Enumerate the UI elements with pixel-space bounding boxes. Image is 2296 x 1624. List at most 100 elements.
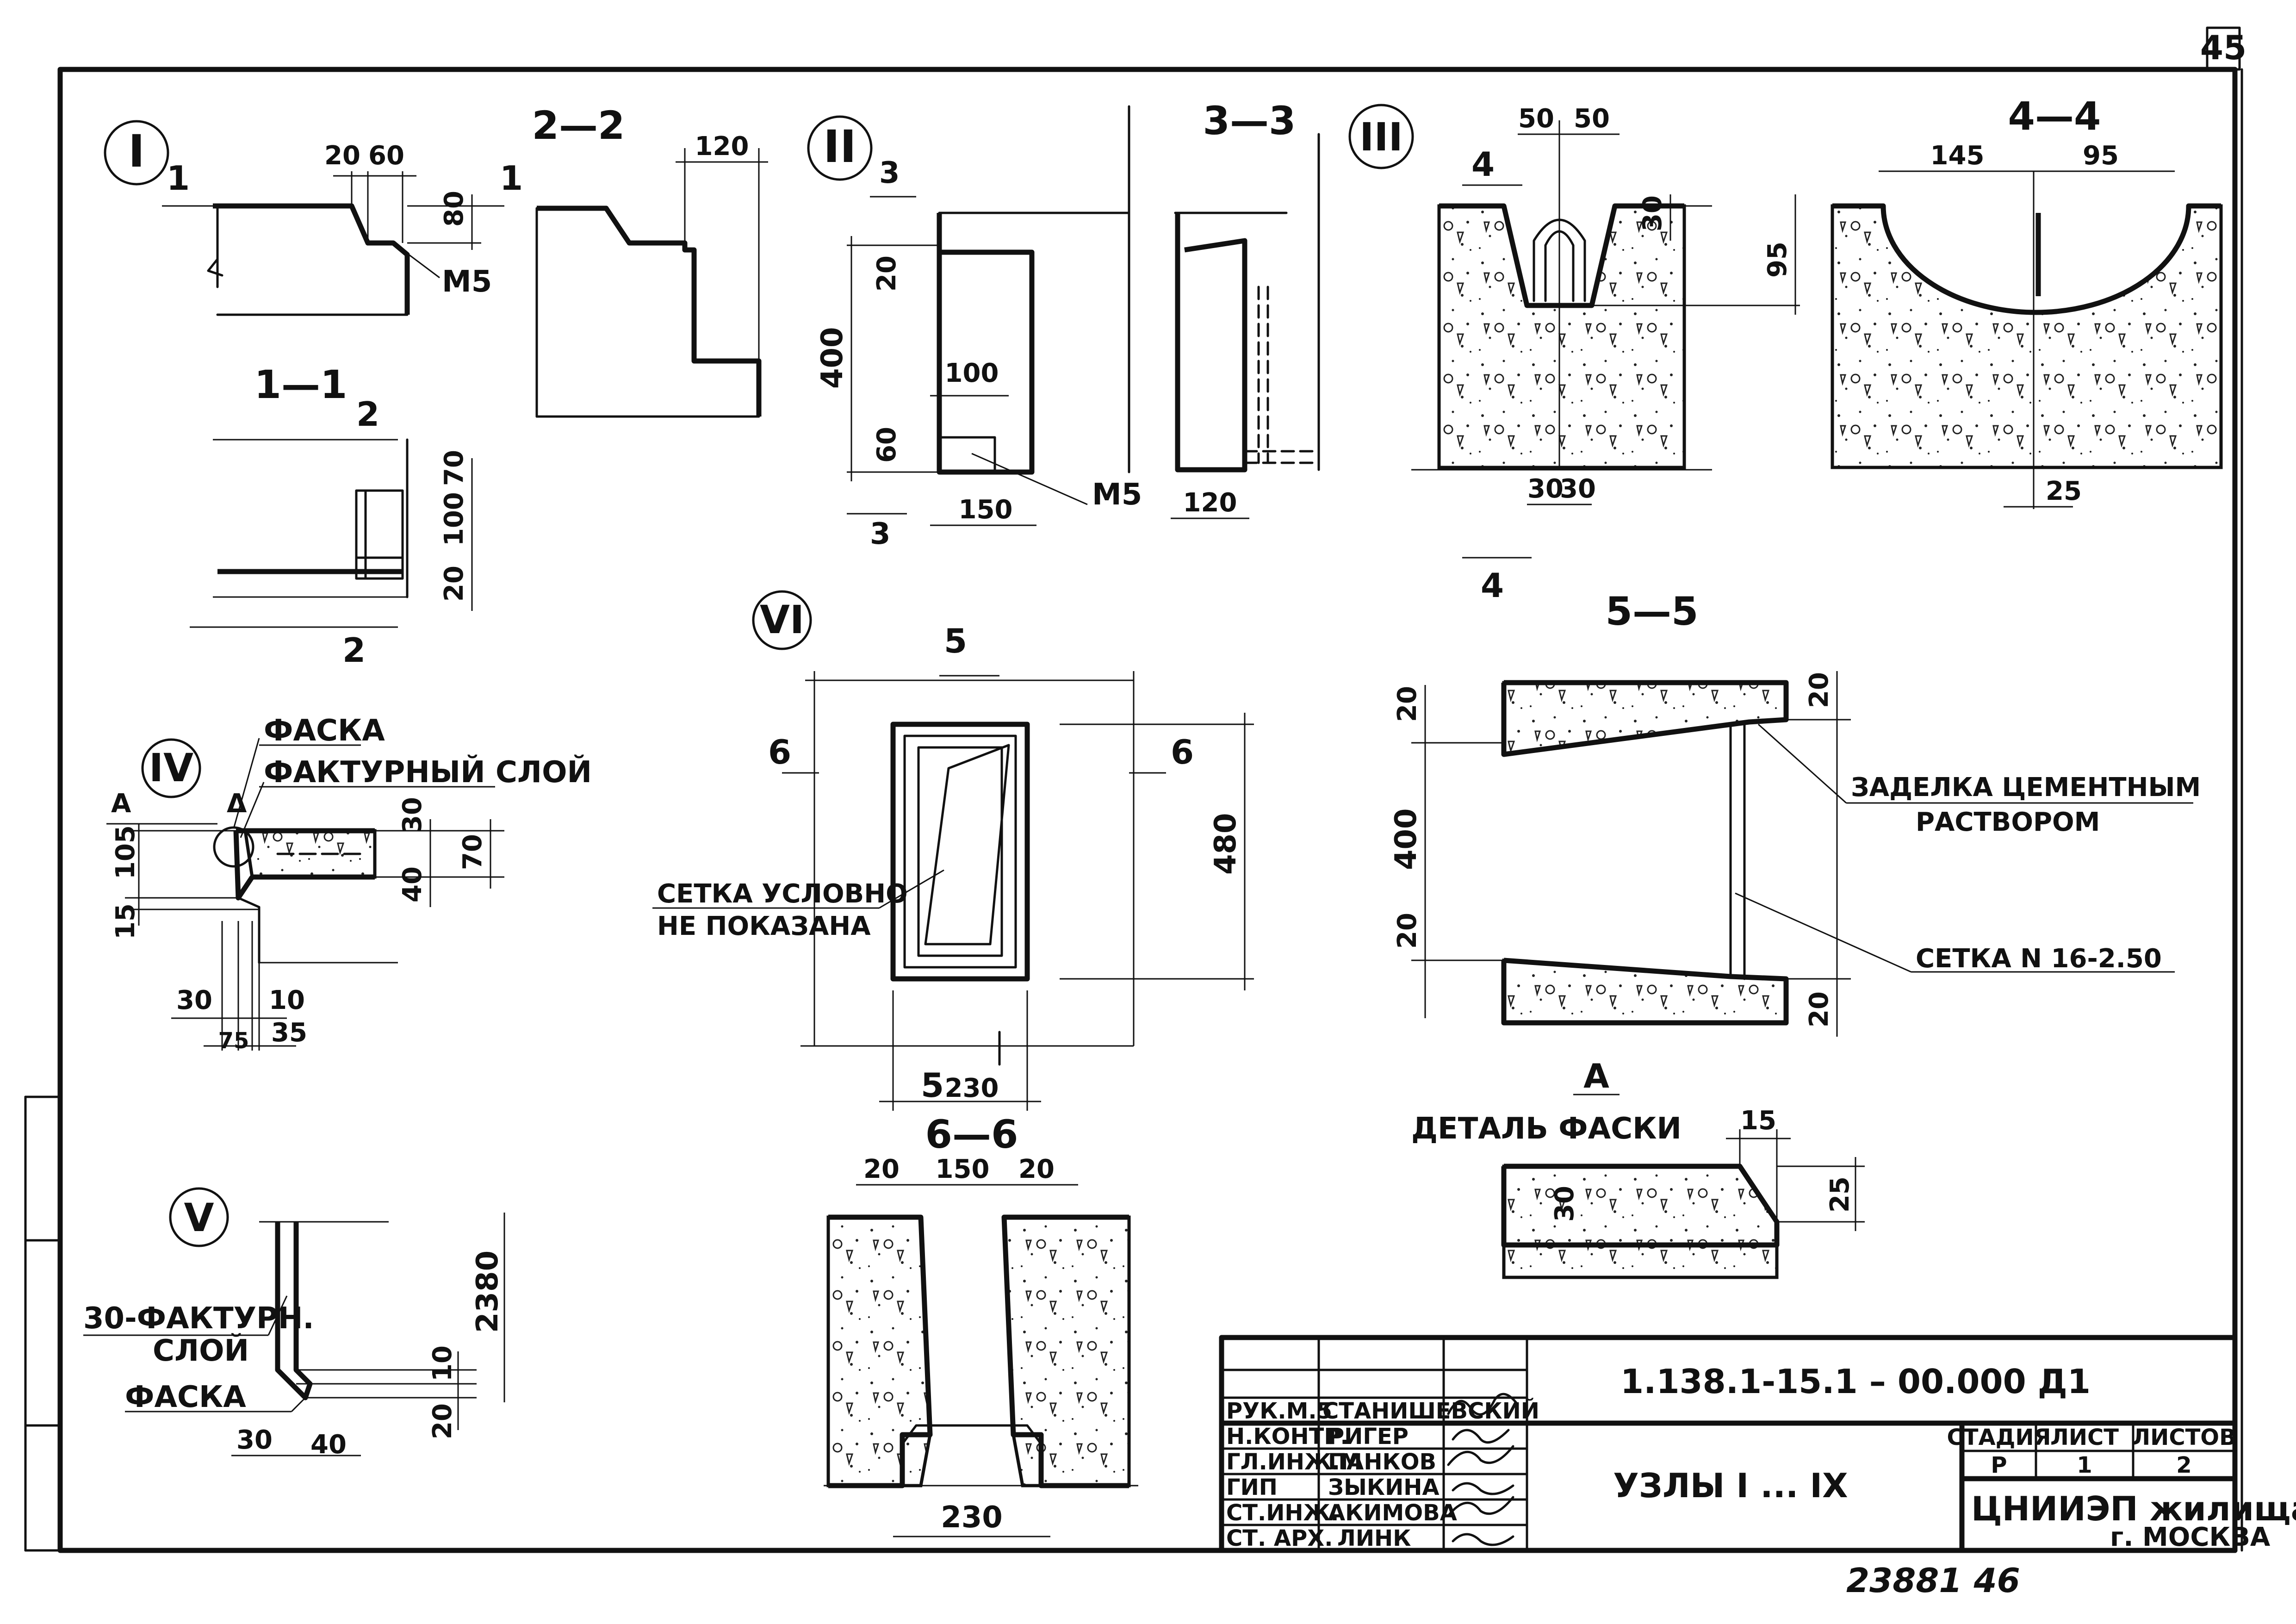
dim-20-node-II: 20 xyxy=(872,255,902,292)
cut-mark-5-bottom: 5 xyxy=(921,1066,944,1105)
dim-20: 20 xyxy=(324,141,360,171)
signatures xyxy=(1447,1393,1519,1546)
org-city: г. МОСКВА xyxy=(2110,1522,2271,1552)
sheets-value: 2 xyxy=(2176,1452,2191,1478)
drawing-title: УЗЛЫ I ... IX xyxy=(1613,1466,1848,1505)
section-6-6-title: 6—6 xyxy=(925,1112,1018,1157)
dim-20-5-5-bottom-right: 20 xyxy=(1804,991,1834,1027)
dim-40-node-V: 40 xyxy=(310,1430,347,1460)
dim-20-5-5-bottom-left: 20 xyxy=(1392,913,1422,949)
node-II: II 3 400 20 60 100 150 М5 3 xyxy=(807,105,1142,551)
section-2-2-title: 2—2 xyxy=(532,103,625,148)
cut-mark-4-bottom: 4 xyxy=(1481,566,1504,605)
cut-mark-6-left: 6 xyxy=(768,733,791,772)
dim-20-5-5-top-right: 20 xyxy=(1804,672,1834,708)
dim-75: 75 xyxy=(218,1028,249,1054)
dim-60-node-II: 60 xyxy=(872,427,902,463)
dim-105: 105 xyxy=(111,825,141,879)
sheet-frame xyxy=(24,26,2243,1553)
cut-mark-3-top: 3 xyxy=(879,156,900,190)
label-zadelka-2: РАСТВОРОМ xyxy=(1916,807,2100,837)
cut-mark-3-bottom: 3 xyxy=(870,517,891,551)
node-I: I 1 1 20 60 80 М5 xyxy=(104,120,523,316)
dim-400-5-5: 400 xyxy=(1389,808,1423,870)
role-3: ГЛ.ИНЖ.М xyxy=(1226,1449,1362,1475)
section-5-5-title: 5—5 xyxy=(1606,589,1699,634)
dim-30-bottom-left: 30 xyxy=(1527,474,1564,504)
cut-mark-2-top: 2 xyxy=(356,395,379,434)
node-VI: VI 5 6 6 480 СЕТКА УСЛОВНО НЕ ПОКАЗАНА 5… xyxy=(652,590,1254,1111)
dim-30-bottom-node-IV: 30 xyxy=(176,985,212,1015)
label-fakturn-sloy-2: СЛОЙ xyxy=(153,1333,249,1368)
dim-100-1-1: 100 xyxy=(439,492,469,546)
cut-mark-1-left: 1 xyxy=(167,159,190,198)
org-name: ЦНИИЭП жилища xyxy=(1971,1489,2296,1528)
section-3-3-title: 3—3 xyxy=(1203,98,1296,143)
role-6: СТ. АРХ. xyxy=(1226,1525,1333,1551)
label-setka-uslovno-1: СЕТКА УСЛОВНО xyxy=(657,879,908,909)
dim-30-detail-A: 30 xyxy=(1550,1186,1580,1222)
name-2: РИГЕР xyxy=(1328,1424,1409,1450)
sheets-header: ЛИСТОВ xyxy=(2132,1425,2236,1450)
detail-A-title: А xyxy=(1583,1057,1609,1095)
dim-30-node-IV: 30 xyxy=(397,797,428,833)
cut-mark-5-top: 5 xyxy=(944,622,967,660)
sheet-value: 1 xyxy=(2077,1452,2092,1478)
cut-mark-2-bottom: 2 xyxy=(342,631,366,670)
dim-50-left: 50 xyxy=(1518,104,1554,134)
title-block: 1.138.1-15.1 – 00.000 Д1 УЗЛЫ I ... IX С… xyxy=(1219,1335,2296,1553)
section-1-1: 1—1 2 2 70 100 20 xyxy=(190,362,473,670)
page-number: 45 xyxy=(2200,28,2246,67)
dim-25-4-4: 25 xyxy=(2046,476,2082,506)
role-5: СТ.ИНЖ. xyxy=(1226,1500,1339,1526)
dim-2380: 2380 xyxy=(471,1251,505,1333)
dim-145: 145 xyxy=(1930,141,1985,171)
dim-60: 60 xyxy=(368,141,404,171)
drawing-code: 1.138.1-15.1 – 00.000 Д1 xyxy=(1620,1362,2091,1401)
label-fakturny-sloy: ФАКТУРНЫЙ СЛОЙ xyxy=(264,754,592,790)
cut-mark-6-right: 6 xyxy=(1171,733,1194,772)
dim-230-node-VI: 230 xyxy=(945,1073,999,1103)
dim-20-5-5-top-left: 20 xyxy=(1392,686,1422,722)
stage-value: Р xyxy=(1991,1452,2007,1478)
role-2: Н.КОНТР. xyxy=(1226,1424,1349,1450)
dim-10-node-IV: 10 xyxy=(269,985,305,1015)
cut-mark-4-top: 4 xyxy=(1471,145,1495,184)
detail-A: А ДЕТАЛЬ ФАСКИ 15 25 30 xyxy=(1411,1057,1865,1279)
role-1: РУК.М.5 xyxy=(1226,1398,1332,1424)
dim-95-4-4: 95 xyxy=(2083,141,2119,171)
cut-mark-1-right: 1 xyxy=(500,159,523,198)
label-m5-node-I: М5 xyxy=(442,265,492,299)
section-1-1-title: 1—1 xyxy=(254,362,348,407)
dim-95-node-III: 95 xyxy=(1762,242,1793,278)
sheet-header: ЛИСТ xyxy=(2050,1425,2119,1450)
node-VI-label: VI xyxy=(760,597,804,642)
name-1: СТАНИШЕВСКИЙ xyxy=(1322,1398,1539,1424)
label-a-left: А xyxy=(111,789,131,819)
dim-15-node-IV: 15 xyxy=(111,903,141,940)
dim-20-node-V: 20 xyxy=(428,1403,458,1439)
label-zadelka-1: ЗАДЕЛКА ЦЕМЕНТНЫМ xyxy=(1851,772,2201,803)
node-V-label: V xyxy=(184,1195,214,1240)
dim-40-node-IV: 40 xyxy=(397,866,428,902)
dim-30-bottom-right: 30 xyxy=(1560,474,1596,504)
dim-20-6-6-right: 20 xyxy=(1018,1154,1055,1184)
section-3-3: 3—3 120 xyxy=(1171,98,1320,519)
section-4-4: 4—4 145 95 25 xyxy=(1831,93,2223,509)
bottom-handwritten-numbers: 23881 46 xyxy=(1846,1561,2020,1600)
dim-20-1-1: 20 xyxy=(439,566,469,602)
name-3: ПАНКОВ xyxy=(1328,1449,1436,1475)
section-5-5: 5—5 20 400 20 20 20 ЗАДЕЛКА ЦЕМЕНТНЫМ РА… xyxy=(1389,589,2201,1037)
dim-120-2-2: 120 xyxy=(695,131,749,162)
section-4-4-title: 4—4 xyxy=(2008,93,2101,139)
dim-150-node-II: 150 xyxy=(959,495,1013,525)
dim-35: 35 xyxy=(271,1018,307,1048)
node-II-label: II xyxy=(823,121,856,173)
label-setka-uslovno-2: НЕ ПОКАЗАНА xyxy=(657,911,871,941)
dim-15-detail-A: 15 xyxy=(1740,1106,1776,1136)
node-I-label: I xyxy=(128,125,145,177)
dim-25-detail-A: 25 xyxy=(1825,1176,1855,1213)
dim-150-6-6: 150 xyxy=(936,1154,990,1184)
dim-30-node-III: 30 xyxy=(1638,195,1668,231)
